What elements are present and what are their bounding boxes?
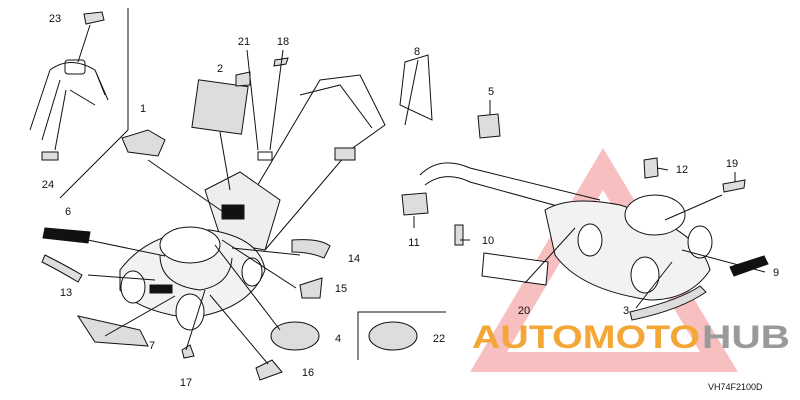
callout-21: 21 [238,36,250,48]
figure-code: VH74F2100D [708,382,763,392]
callout-19: 19 [726,158,738,170]
watermark-hub: HUB [702,319,790,355]
watermark-automoto: AUTOMOTO [472,319,700,355]
callout-20: 20 [518,305,530,317]
callout-15: 15 [335,283,347,295]
callout-7: 7 [149,340,155,352]
watermark-triangle [470,148,738,372]
callout-12: 12 [676,164,688,176]
inset-box-22 [357,311,446,360]
callout-23: 23 [49,13,61,25]
callout-18: 18 [277,36,289,48]
right-mower [401,100,769,321]
callout-4: 4 [335,333,341,345]
callout-13: 13 [60,287,72,299]
callout-16: 16 [302,367,314,379]
callout-3: 3 [623,305,629,317]
callout-22: 22 [433,333,445,345]
callout-24: 24 [42,179,54,191]
callout-6: 6 [65,206,71,218]
callout-1: 1 [140,103,146,115]
callout-10: 10 [482,235,494,247]
callout-9: 9 [773,267,779,279]
callout-11: 11 [408,237,419,249]
handle-inset [29,8,129,199]
callout-labels: 1 2 3 4 5 6 7 8 9 10 11 12 13 14 15 16 1… [42,13,779,389]
callout-8: 8 [414,46,420,58]
callout-17: 17 [180,377,192,389]
callout-14: 14 [348,253,360,265]
callout-5: 5 [488,86,494,98]
left-mower [41,49,433,381]
watermark-text: AUTOMOTO HUB [472,319,790,355]
callout-2: 2 [217,63,223,75]
